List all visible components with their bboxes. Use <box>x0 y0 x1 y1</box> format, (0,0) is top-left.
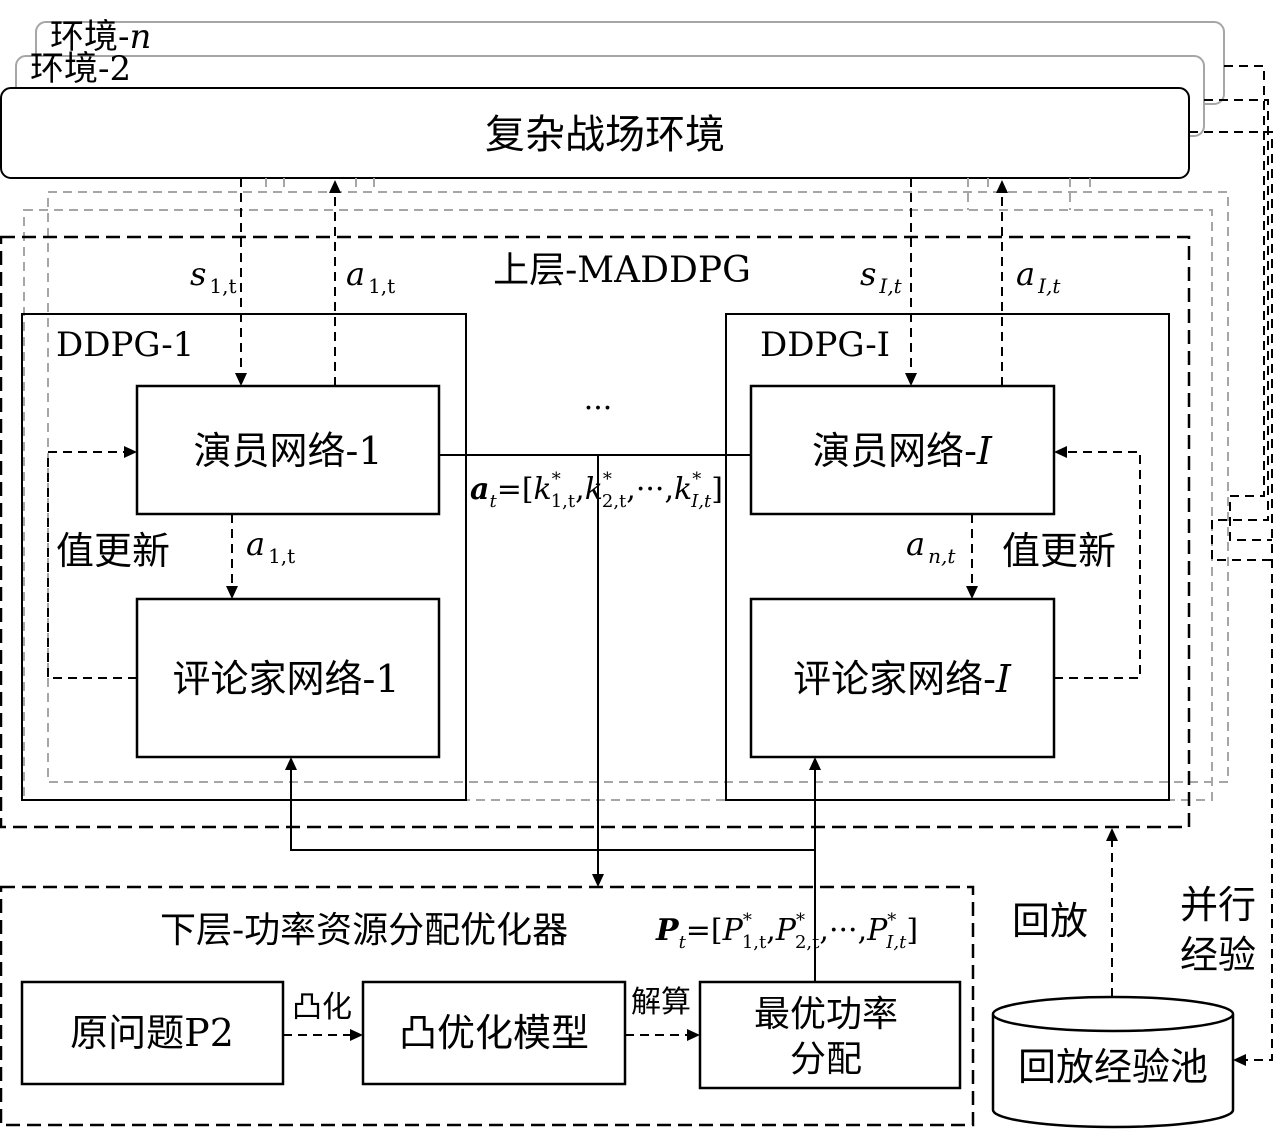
main-env-label: 复杂战场环境 <box>485 112 725 158</box>
parallel-label-line2: 经验 <box>1180 933 1256 977</box>
environment-stack: 环境-n 环境-2 复杂战场环境 <box>0 17 1225 179</box>
upper-layer-frame <box>0 235 1191 829</box>
power-feedback-critic-1 <box>285 757 816 982</box>
replay-links <box>1106 65 1273 1066</box>
convexify-label: 凸化 <box>292 990 352 1025</box>
value-update-i-loop <box>1054 446 1141 679</box>
env-2-label: 环境-2 <box>30 49 131 89</box>
ddpg-i-frame <box>725 313 1170 801</box>
replay-pool: 回放经验池 <box>991 995 1235 1129</box>
replay-pool-label: 回放经验池 <box>1018 1045 1208 1089</box>
parallel-experience-envn <box>1224 65 1272 541</box>
optimal-power-box <box>698 980 962 1090</box>
optimal-power-label-line2: 分配 <box>790 1039 862 1080</box>
critic-network-i-label: 评论家网络-I <box>793 657 1012 701</box>
lower-layer-title: 下层-功率资源分配优化器 <box>160 910 568 951</box>
parallel-experience-env2 <box>1204 99 1272 561</box>
ddpg-1-frame <box>21 313 467 801</box>
replay-label: 回放 <box>1012 899 1088 943</box>
solve-label: 解算 <box>631 985 691 1020</box>
actor-network-1-label: 演员网络-1 <box>193 429 382 473</box>
lower-layer-frame <box>0 885 975 1127</box>
env-actor-links <box>47 178 1141 679</box>
optimal-power-label-line1: 最优功率 <box>754 994 898 1035</box>
actor-network-i <box>749 384 1056 516</box>
original-problem-box <box>20 980 285 1086</box>
convex-model-box <box>361 980 627 1086</box>
ddpg-i-title: DDPG-I <box>760 325 890 365</box>
actor-network-i-label: 演员网络-I <box>812 429 993 473</box>
upper-layer-ghosts <box>23 178 1229 801</box>
agents-ellipsis: ··· <box>584 391 613 426</box>
joint-action-links <box>285 454 821 982</box>
power-vector-formula: Pt=[P*1,t,P*2,t,···,P*I,t] <box>655 910 918 953</box>
upper-ghost-1 <box>47 191 1229 783</box>
parallel-label-line1: 并行 <box>1180 883 1256 927</box>
env-n-label: 环境-n <box>50 17 151 57</box>
replay-pool-top <box>991 995 1235 1033</box>
joint-action-formula: at=[k*1,t,k*2,t,···,k*I,t] <box>470 469 723 512</box>
replay-pool-body <box>991 1014 1235 1129</box>
upper-ghost-2 <box>23 209 1213 801</box>
ddpg-1-title: DDPG-1 <box>56 325 194 365</box>
actor-network-1 <box>135 384 441 516</box>
convex-model-label: 凸优化模型 <box>399 1011 589 1055</box>
critic-network-1-label: 评论家网络-1 <box>172 657 399 701</box>
original-problem-label: 原问题P2 <box>70 1011 234 1055</box>
ghost-env-links <box>265 178 1091 210</box>
value-update-1-label: 值更新 <box>56 529 170 573</box>
parallel-experience-main <box>1189 131 1273 1066</box>
critic-network-1 <box>135 597 441 759</box>
value-update-i-label: 值更新 <box>1002 529 1116 573</box>
value-update-1-loop <box>47 446 137 679</box>
upper-layer-title: 上层-MADDPG <box>493 250 751 291</box>
